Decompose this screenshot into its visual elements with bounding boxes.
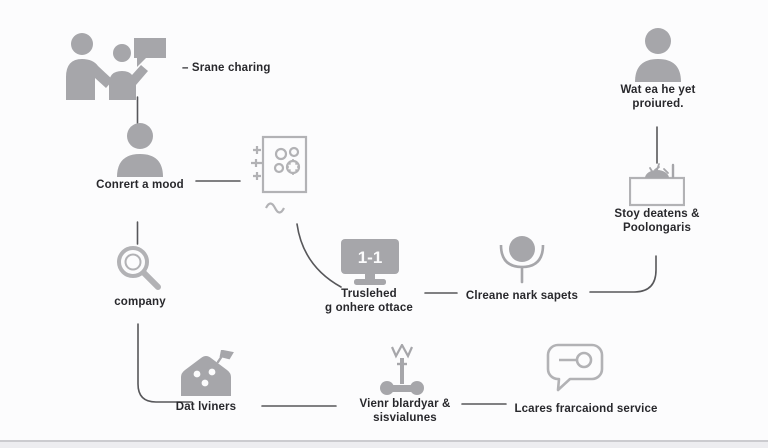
node-label-vendor-line2: sisvialunes — [373, 412, 437, 425]
bottom-edge-tint — [0, 442, 768, 448]
node-label-trusted: Truslehed g onhere ottace — [299, 287, 439, 316]
node-label-dealers-line1: Stoy deatens & — [614, 208, 700, 220]
node-label-dealers-line2: Poolongaris — [622, 222, 692, 235]
handshake-people-icon — [66, 33, 166, 100]
monitor-screen-text: 1-1 — [358, 248, 383, 267]
node-label-trusted-line2: g onhere ottace — [325, 302, 413, 315]
microphone-icon — [499, 236, 545, 284]
node-label-diners: Dat lviners — [175, 401, 237, 413]
node-label-trusted-line1: Truslehed — [341, 288, 397, 300]
node-label-produced: Wat ea he yet proiured. — [592, 83, 724, 112]
node-label-produced-line2: proiured. — [632, 98, 684, 111]
node-label-service: Lcares frarcaiond service — [514, 403, 658, 415]
grill-icon — [629, 163, 685, 207]
node-label-dealers: Stoy deatens & Poolongaris — [590, 207, 724, 236]
trophy-icon — [380, 344, 424, 395]
node-label-sharing: – Srane charing — [182, 62, 271, 74]
person-icon — [635, 28, 681, 82]
monitor-icon: 1-1 — [341, 239, 399, 285]
node-label-company: company — [114, 296, 166, 308]
magnifier-icon — [117, 246, 161, 290]
machine-chip-icon — [251, 135, 308, 214]
chat-search-icon — [546, 343, 604, 392]
node-label-produced-line1: Wat ea he yet — [620, 84, 696, 96]
person-icon — [117, 123, 163, 177]
house-icon — [181, 350, 234, 396]
node-label-market: Clreane nark sapets — [465, 290, 579, 302]
node-label-mood: Conrert a mood — [96, 179, 184, 191]
node-label-vendor-line1: Vienr blardyar & — [359, 398, 451, 410]
bottom-rule — [0, 440, 768, 442]
node-label-vendor: Vienr blardyar & sisvialunes — [332, 397, 478, 426]
